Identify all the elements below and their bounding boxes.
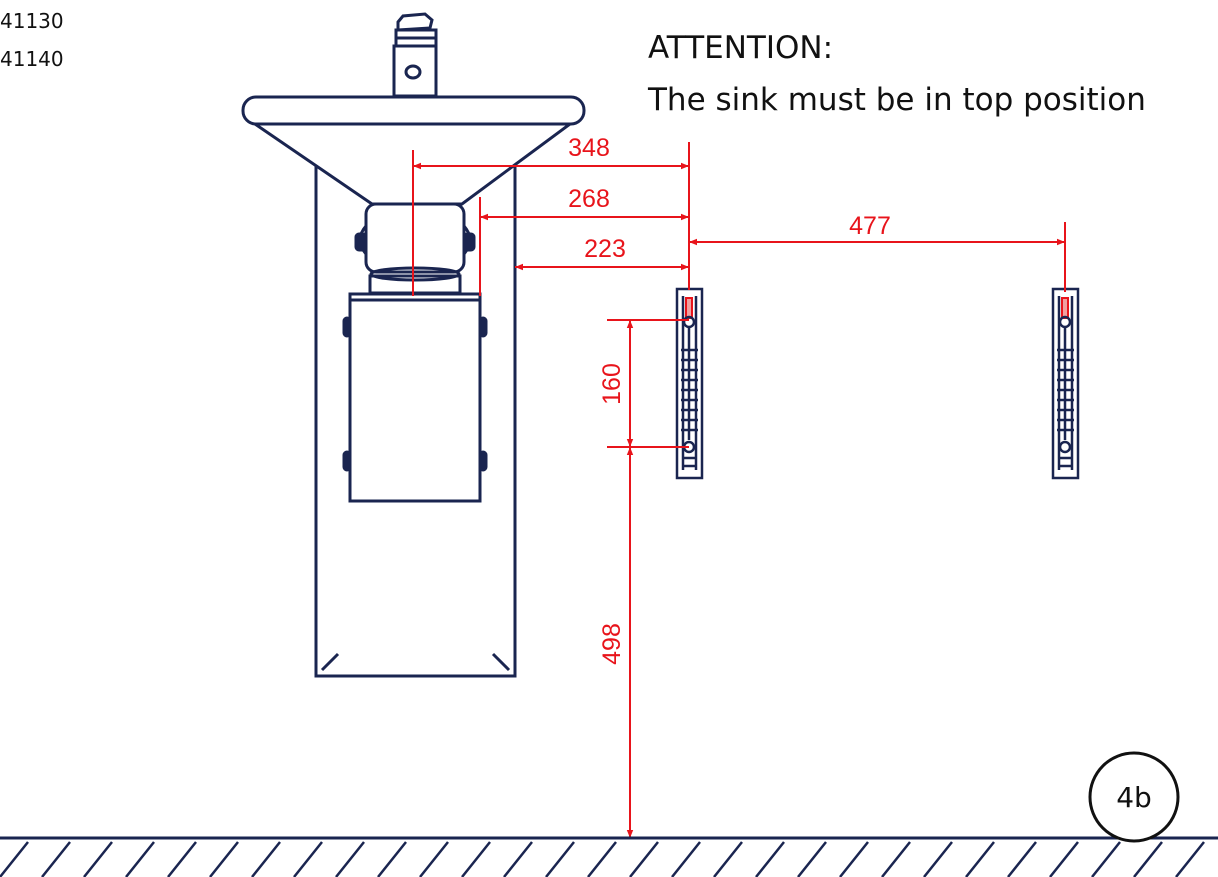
- floor-hatch-stroke: [755, 841, 785, 877]
- attention-heading: ATTENTION:: [648, 30, 834, 66]
- pedestal-column: [314, 166, 517, 678]
- floor-hatch-stroke: [1007, 841, 1037, 877]
- attention-note: ATTENTION: The sink must be in top posit…: [648, 22, 1146, 126]
- figure-label: 4b: [1116, 781, 1152, 814]
- floor-hatch-stroke: [0, 841, 29, 877]
- drain-body: [354, 202, 476, 295]
- attention-text: The sink must be in top position: [648, 82, 1146, 118]
- floor-hatch-stroke: [629, 841, 659, 877]
- product-codes: 41130 41140: [0, 2, 64, 78]
- floor-hatch-stroke: [797, 841, 827, 877]
- floor-hatch-stroke: [41, 841, 71, 877]
- product-code-1: 41130: [0, 9, 64, 33]
- dim-label-498: 498: [598, 623, 626, 665]
- floor-hatch-stroke: [881, 841, 911, 877]
- floor-hatch-stroke: [671, 841, 701, 877]
- dim-label-268: 268: [568, 185, 610, 213]
- floor-hatch-stroke: [1175, 841, 1205, 877]
- floor-hatch-stroke: [1049, 841, 1079, 877]
- floor-hatch-stroke: [1091, 841, 1121, 877]
- floor-hatch-stroke: [209, 841, 239, 877]
- floor-hatch-stroke: [923, 841, 953, 877]
- floor-hatch-stroke: [503, 841, 533, 877]
- dimension-lines: [412, 142, 1066, 838]
- floor-hatch-stroke: [587, 841, 617, 877]
- sink-rim: [241, 95, 586, 126]
- control-box: [342, 292, 488, 503]
- dim-label-348: 348: [568, 134, 610, 162]
- floor-hatch-stroke: [965, 841, 995, 877]
- floor-hatch-stroke: [125, 841, 155, 877]
- floor-hatching: [0, 836, 1218, 877]
- dim-label-477: 477: [849, 212, 891, 240]
- floor-hatch-stroke: [419, 841, 449, 877]
- floor-hatch-stroke: [167, 841, 197, 877]
- floor-hatch-stroke: [545, 841, 575, 877]
- dim-label-160: 160: [598, 363, 626, 405]
- floor-hatch-stroke: [335, 841, 365, 877]
- floor-hatch-stroke: [839, 841, 869, 877]
- floor-hatch-stroke: [461, 841, 491, 877]
- floor-hatch-stroke: [83, 841, 113, 877]
- product-code-2: 41140: [0, 47, 64, 71]
- dim-label-223: 223: [584, 235, 626, 263]
- floor-hatch-stroke: [293, 841, 323, 877]
- floor-hatch-stroke: [713, 841, 743, 877]
- wall-bracket-left: [675, 287, 704, 480]
- floor-hatch-stroke: [1133, 841, 1163, 877]
- wall-bracket-right: [1051, 287, 1080, 480]
- faucet: [392, 12, 438, 98]
- floor-hatch-stroke: [251, 841, 281, 877]
- sink-assembly: [241, 12, 586, 678]
- figure-label-badge: 4b: [1088, 751, 1180, 843]
- floor-hatch-stroke: [377, 841, 407, 877]
